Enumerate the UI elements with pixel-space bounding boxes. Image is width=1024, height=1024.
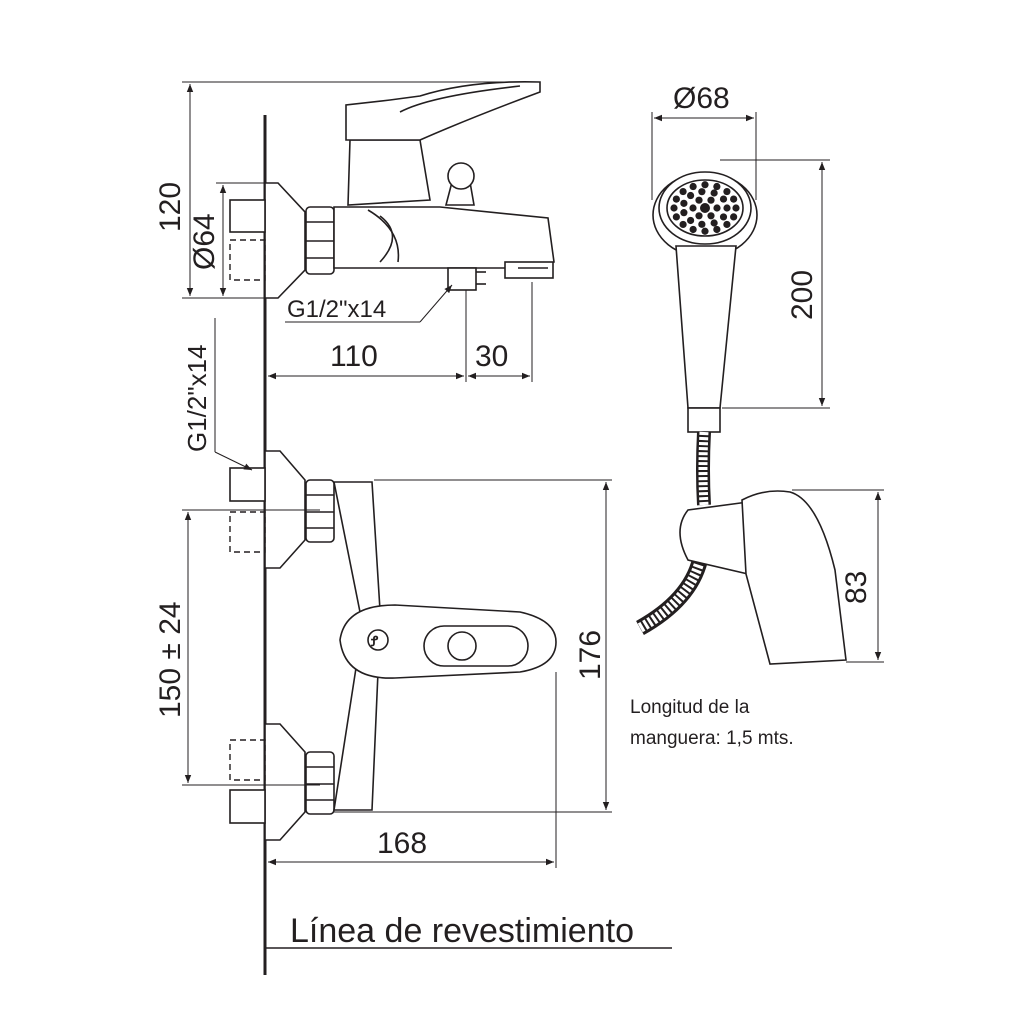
dim-30-label: 30 (475, 340, 508, 373)
nozzle (672, 213, 680, 221)
shower-nozzles (670, 181, 740, 235)
dim-176-label: 176 (574, 630, 607, 680)
dim-200 (720, 159, 830, 409)
dim-shower-diameter (651, 112, 757, 200)
dim-shower-diameter-label: Ø68 (673, 82, 730, 115)
nozzle (713, 225, 721, 234)
dim-flange-diameter (216, 182, 265, 296)
dim-inlet-spacing (182, 509, 320, 786)
nozzle (686, 216, 695, 225)
nozzle (679, 220, 687, 229)
thread-spout-leader (419, 284, 453, 323)
dim-120-label: 120 (154, 182, 187, 232)
nozzle (695, 212, 703, 220)
nozzle (730, 195, 738, 203)
nozzle (713, 182, 721, 191)
hand-shower (636, 171, 847, 665)
nozzle (707, 212, 715, 220)
nozzle (710, 189, 718, 197)
nozzle (689, 225, 697, 234)
dim-200-label: 200 (786, 270, 819, 320)
nozzle (701, 181, 709, 189)
dim-120 (182, 81, 540, 299)
nozzle (686, 191, 695, 200)
logo-mark: Ꝭ (370, 633, 379, 649)
nozzle (698, 220, 706, 228)
nozzle (698, 188, 706, 196)
thread-inlet-leader (214, 451, 253, 471)
thread-inlet-label: G1/2"x14 (182, 344, 212, 452)
nozzle (732, 204, 740, 212)
nozzle (689, 204, 697, 212)
dim-110-30 (268, 282, 533, 382)
front-view-faucet: Ꝭ (229, 450, 557, 841)
dim-83 (792, 489, 884, 663)
nozzle (680, 199, 688, 207)
nozzle (723, 187, 731, 196)
nozzle (689, 182, 697, 191)
nozzle (670, 204, 678, 212)
side-view-faucet (229, 80, 555, 299)
dim-83-label: 83 (840, 571, 873, 604)
nozzle (713, 204, 721, 212)
dim-168 (268, 672, 557, 868)
hose-note-line1: Longitud de la (630, 697, 750, 718)
nozzle (730, 213, 738, 221)
nozzle (695, 196, 703, 204)
dim-176 (334, 479, 612, 813)
dim-flange-diameter-label: Ø64 (188, 213, 221, 270)
nozzle (707, 196, 715, 204)
nozzle (723, 220, 731, 229)
nozzle (723, 204, 731, 212)
wall-line-label: Línea de revestimiento (290, 912, 634, 950)
hose-note-line2: manguera: 1,5 mts. (630, 728, 794, 749)
nozzle (700, 203, 710, 213)
nozzle (701, 227, 709, 235)
nozzle (672, 195, 680, 203)
nozzle (710, 219, 718, 227)
nozzle (680, 209, 688, 217)
nozzle (719, 213, 728, 221)
nozzle (719, 195, 728, 203)
dim-110-label: 110 (330, 340, 378, 373)
nozzle (679, 187, 687, 196)
thread-spout-label: G1/2"x14 (287, 296, 386, 323)
dim-168-label: 168 (377, 827, 427, 860)
dim-inlet-spacing-label: 150 ± 24 (154, 601, 187, 718)
